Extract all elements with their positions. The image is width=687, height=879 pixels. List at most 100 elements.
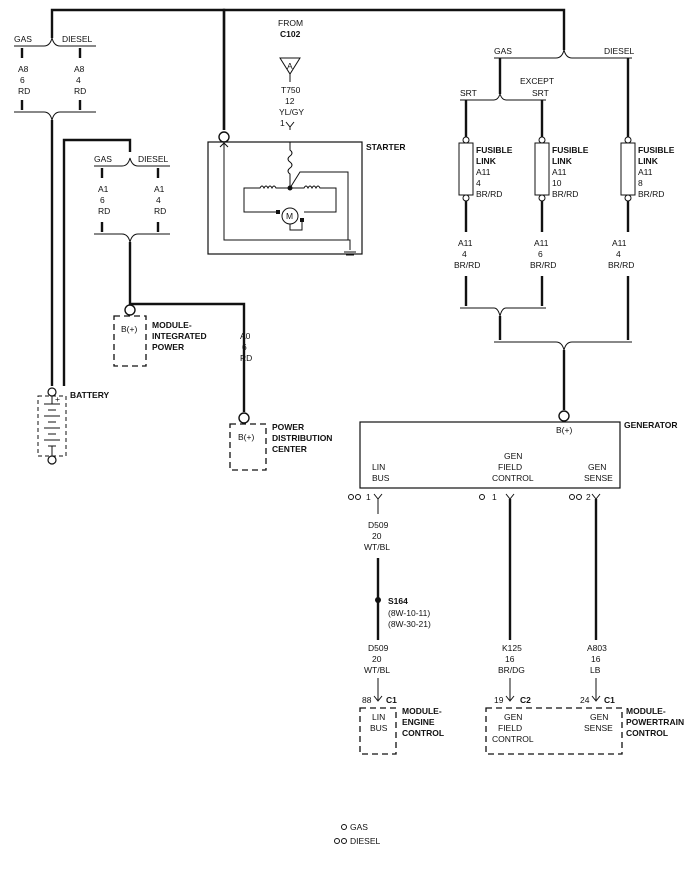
fusible-link-3: FUSIBLE LINK A11 8 BR/RD A11 4 BR/RD <box>608 136 675 340</box>
svg-text:LINK: LINK <box>476 156 497 166</box>
module-integrated-power: B(+) MODULE- INTEGRATED POWER <box>113 304 207 367</box>
svg-text:B(+): B(+) <box>238 432 254 442</box>
starter-label: STARTER <box>366 142 406 152</box>
legend: GAS DIESEL <box>334 822 381 846</box>
starter-from: FROM <box>278 18 303 28</box>
svg-text:C1: C1 <box>386 695 397 705</box>
svg-text:BUS: BUS <box>370 723 388 733</box>
svg-text:+: + <box>55 394 60 404</box>
svg-text:20: 20 <box>372 531 382 541</box>
svg-text:A0: A0 <box>240 331 251 341</box>
svg-text:GEN: GEN <box>590 712 608 722</box>
svg-text:RD: RD <box>74 86 86 96</box>
svg-text:6: 6 <box>242 342 247 352</box>
diesel-label: DIESEL <box>62 34 93 44</box>
svg-text:20: 20 <box>372 654 382 664</box>
svg-text:CONTROL: CONTROL <box>492 473 534 483</box>
svg-text:A11: A11 <box>476 167 491 177</box>
svg-text:19: 19 <box>494 695 504 705</box>
svg-text:GAS: GAS <box>494 46 512 56</box>
battery-label: BATTERY <box>70 390 110 400</box>
svg-text:RD: RD <box>18 86 30 96</box>
svg-text:BR/RD: BR/RD <box>530 260 556 270</box>
svg-text:RD: RD <box>240 353 252 363</box>
svg-text:A11: A11 <box>534 238 549 248</box>
svg-text:A11: A11 <box>638 167 653 177</box>
svg-text:GAS: GAS <box>94 154 112 164</box>
svg-text:WT/BL: WT/BL <box>364 665 390 675</box>
svg-text:SENSE: SENSE <box>584 723 613 733</box>
svg-text:4: 4 <box>616 249 621 259</box>
svg-text:FIELD: FIELD <box>498 462 522 472</box>
svg-text:LINK: LINK <box>552 156 573 166</box>
svg-text:DIESEL: DIESEL <box>138 154 169 164</box>
svg-text:CONTROL: CONTROL <box>402 728 444 738</box>
svg-text:6: 6 <box>538 249 543 259</box>
svg-text:4: 4 <box>156 195 161 205</box>
svg-text:4: 4 <box>462 249 467 259</box>
svg-text:EXCEPT: EXCEPT <box>520 76 554 86</box>
svg-text:GENERATOR: GENERATOR <box>624 420 678 430</box>
svg-text:FUSIBLE: FUSIBLE <box>552 145 589 155</box>
svg-text:WT/BL: WT/BL <box>364 542 390 552</box>
svg-text:LB: LB <box>590 665 601 675</box>
svg-text:BR/RD: BR/RD <box>476 189 502 199</box>
svg-text:10: 10 <box>552 178 562 188</box>
svg-text:(8W-10-11): (8W-10-11) <box>388 608 430 618</box>
svg-text:CONTROL: CONTROL <box>626 728 668 738</box>
svg-text:A1: A1 <box>98 184 109 194</box>
sense-circuit: A803 16 LB <box>587 499 607 702</box>
svg-text:A803: A803 <box>587 643 607 653</box>
svg-text:12: 12 <box>285 96 295 106</box>
svg-text:SENSE: SENSE <box>584 473 613 483</box>
svg-text:POWER: POWER <box>272 422 304 432</box>
fusible-link-1: FUSIBLE LINK A11 4 BR/RD A11 4 BR/RD <box>454 136 513 306</box>
svg-text:FIELD: FIELD <box>498 723 522 733</box>
svg-text:BR/RD: BR/RD <box>608 260 634 270</box>
svg-text:YL/GY: YL/GY <box>279 107 304 117</box>
svg-text:FUSIBLE: FUSIBLE <box>476 145 513 155</box>
svg-text:SRT: SRT <box>460 88 477 98</box>
svg-text:RD: RD <box>154 206 166 216</box>
svg-text:D509: D509 <box>368 520 389 530</box>
legend-diesel: DIESEL <box>350 836 381 846</box>
right-splice: GAS DIESEL EXCEPT SRT SRT <box>222 8 635 140</box>
svg-text:2: 2 <box>586 492 591 502</box>
svg-text:D509: D509 <box>368 643 389 653</box>
svg-text:6: 6 <box>100 195 105 205</box>
svg-text:A11: A11 <box>552 167 567 177</box>
svg-text:T750: T750 <box>281 85 301 95</box>
module-engine-control: 88 C1 LIN BUS MODULE- ENGINE CONTROL <box>359 695 444 755</box>
svg-text:C1: C1 <box>604 695 615 705</box>
splice-s164: S164 <box>388 596 408 606</box>
svg-text:A11: A11 <box>458 238 473 248</box>
field-control-circuit: K125 16 BR/DG <box>498 499 525 702</box>
mid-splice: GAS DIESEL A1 6 RD A1 4 RD <box>94 154 246 412</box>
svg-text:FUSIBLE: FUSIBLE <box>638 145 675 155</box>
svg-text:ENGINE: ENGINE <box>402 717 435 727</box>
svg-text:GEN: GEN <box>588 462 606 472</box>
top-left-splice: GAS DIESEL A8 6 RD A8 4 RD <box>14 8 226 386</box>
svg-text:MODULE-: MODULE- <box>626 706 666 716</box>
svg-text:A11: A11 <box>612 238 627 248</box>
lin-bus-circuit: D509 20 WT/BL S164 (8W-10-11) (8W-30-21)… <box>364 499 431 702</box>
svg-text:GEN: GEN <box>504 451 522 461</box>
svg-text:INTEGRATED: INTEGRATED <box>152 331 207 341</box>
svg-text:MODULE-: MODULE- <box>402 706 442 716</box>
svg-text:BR/RD: BR/RD <box>638 189 664 199</box>
svg-text:16: 16 <box>591 654 601 664</box>
legend-gas: GAS <box>350 822 368 832</box>
svg-text:A1: A1 <box>154 184 165 194</box>
svg-text:SRT: SRT <box>532 88 549 98</box>
svg-text:LIN: LIN <box>372 712 385 722</box>
gas-label: GAS <box>14 34 32 44</box>
svg-text:C2: C2 <box>520 695 531 705</box>
svg-text:DIESEL: DIESEL <box>604 46 635 56</box>
svg-text:8: 8 <box>638 178 643 188</box>
svg-text:A8: A8 <box>74 64 85 74</box>
svg-text:1: 1 <box>492 492 497 502</box>
battery: + BATTERY <box>37 387 110 465</box>
svg-text:LINK: LINK <box>638 156 659 166</box>
svg-text:A8: A8 <box>18 64 29 74</box>
